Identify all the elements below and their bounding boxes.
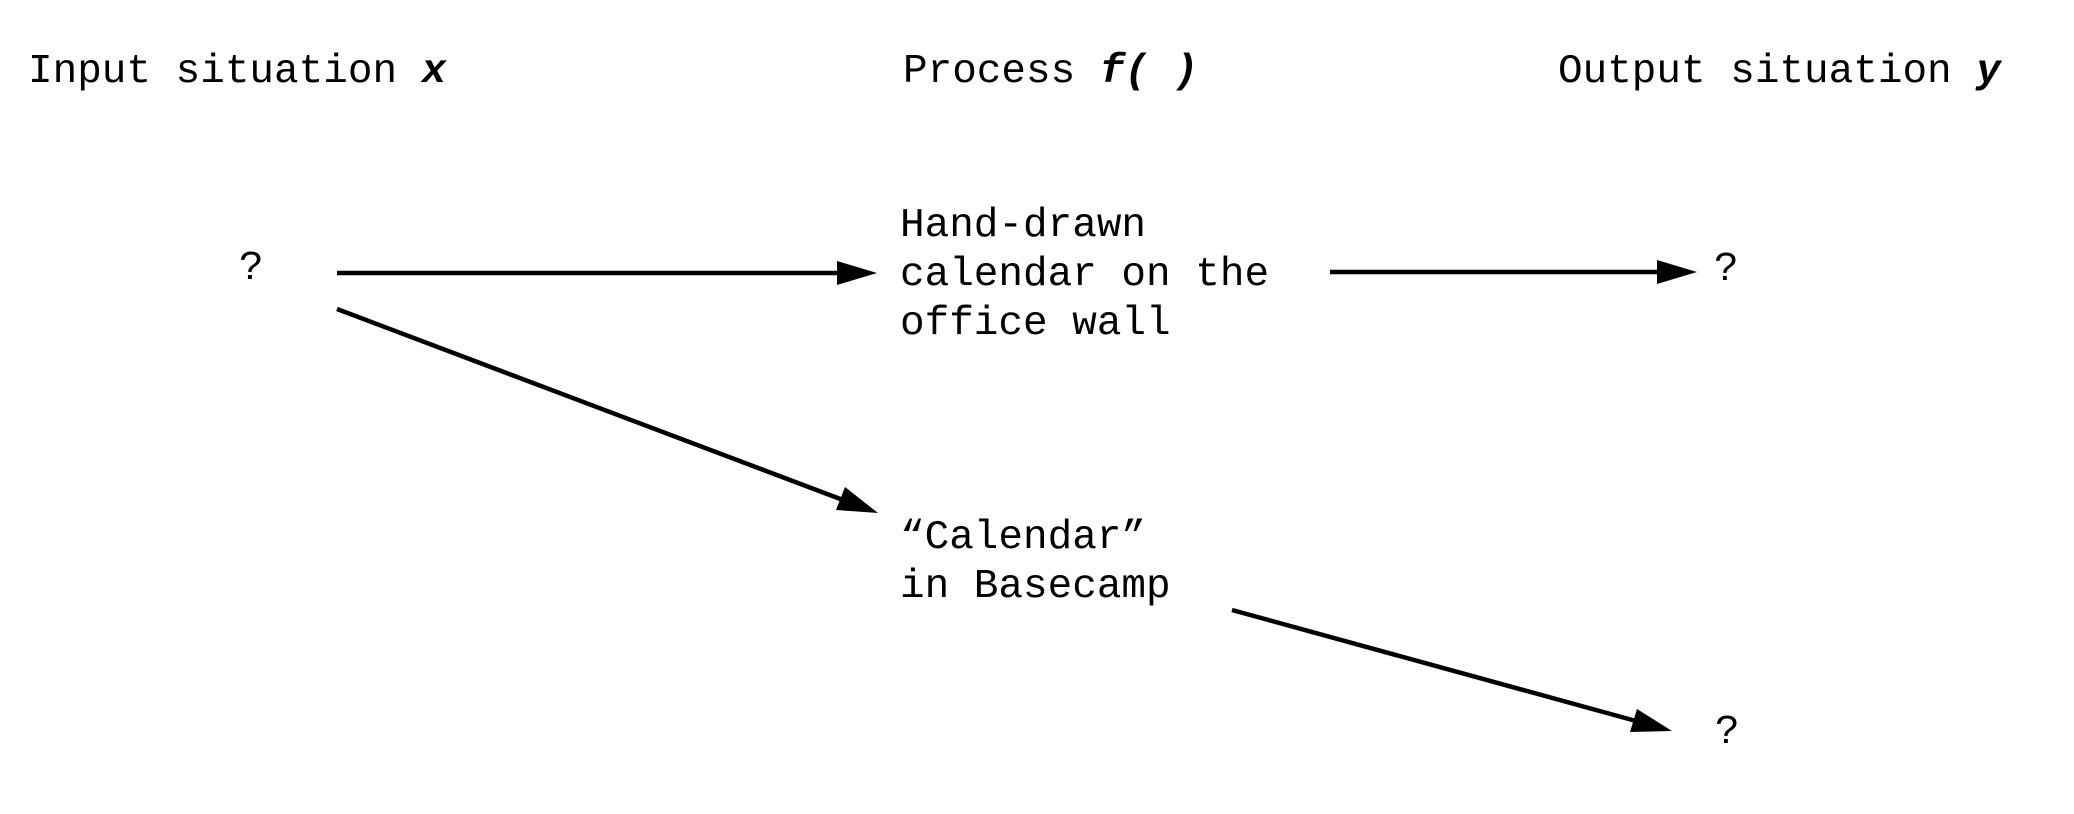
node-process-manual-calendar: Hand-drawn calendar on the office wall <box>900 203 1270 347</box>
arrow-input-to-process-manual <box>337 261 877 285</box>
arrow-process-digital-to-output-shaft <box>1231 607 1637 724</box>
node-output-top-question-mark: ? <box>1714 247 1739 293</box>
column-header-output: Output situation y <box>1558 48 2001 97</box>
header-input-symbol: x <box>421 49 447 95</box>
arrow-input-to-process-digital <box>336 306 878 513</box>
arrow-process-digital-to-output-arrowhead-icon <box>1630 709 1672 732</box>
node-output-bottom-question-mark: ? <box>1715 710 1740 756</box>
arrow-process-manual-to-output <box>1330 260 1697 284</box>
column-header-process: Process f( ) <box>903 48 1198 97</box>
arrow-input-to-process-digital-arrowhead-icon <box>836 487 878 513</box>
header-output-symbol: y <box>1976 49 2001 95</box>
header-input-label: Input situation <box>28 49 422 95</box>
arrow-process-manual-to-output-arrowhead-icon <box>1657 260 1697 284</box>
column-header-input: Input situation x <box>28 48 446 97</box>
header-output-label: Output situation <box>1558 49 1977 95</box>
header-process-symbol: f( ) <box>1099 49 1199 95</box>
header-process-label: Process <box>903 49 1100 95</box>
arrow-input-to-process-digital-shaft <box>336 306 844 503</box>
node-process-basecamp-calendar: “Calendar” in Basecamp <box>900 515 1171 610</box>
node-input-question-mark: ? <box>239 246 264 292</box>
arrow-process-digital-to-output <box>1231 607 1672 732</box>
arrow-input-to-process-manual-arrowhead-icon <box>837 261 877 285</box>
